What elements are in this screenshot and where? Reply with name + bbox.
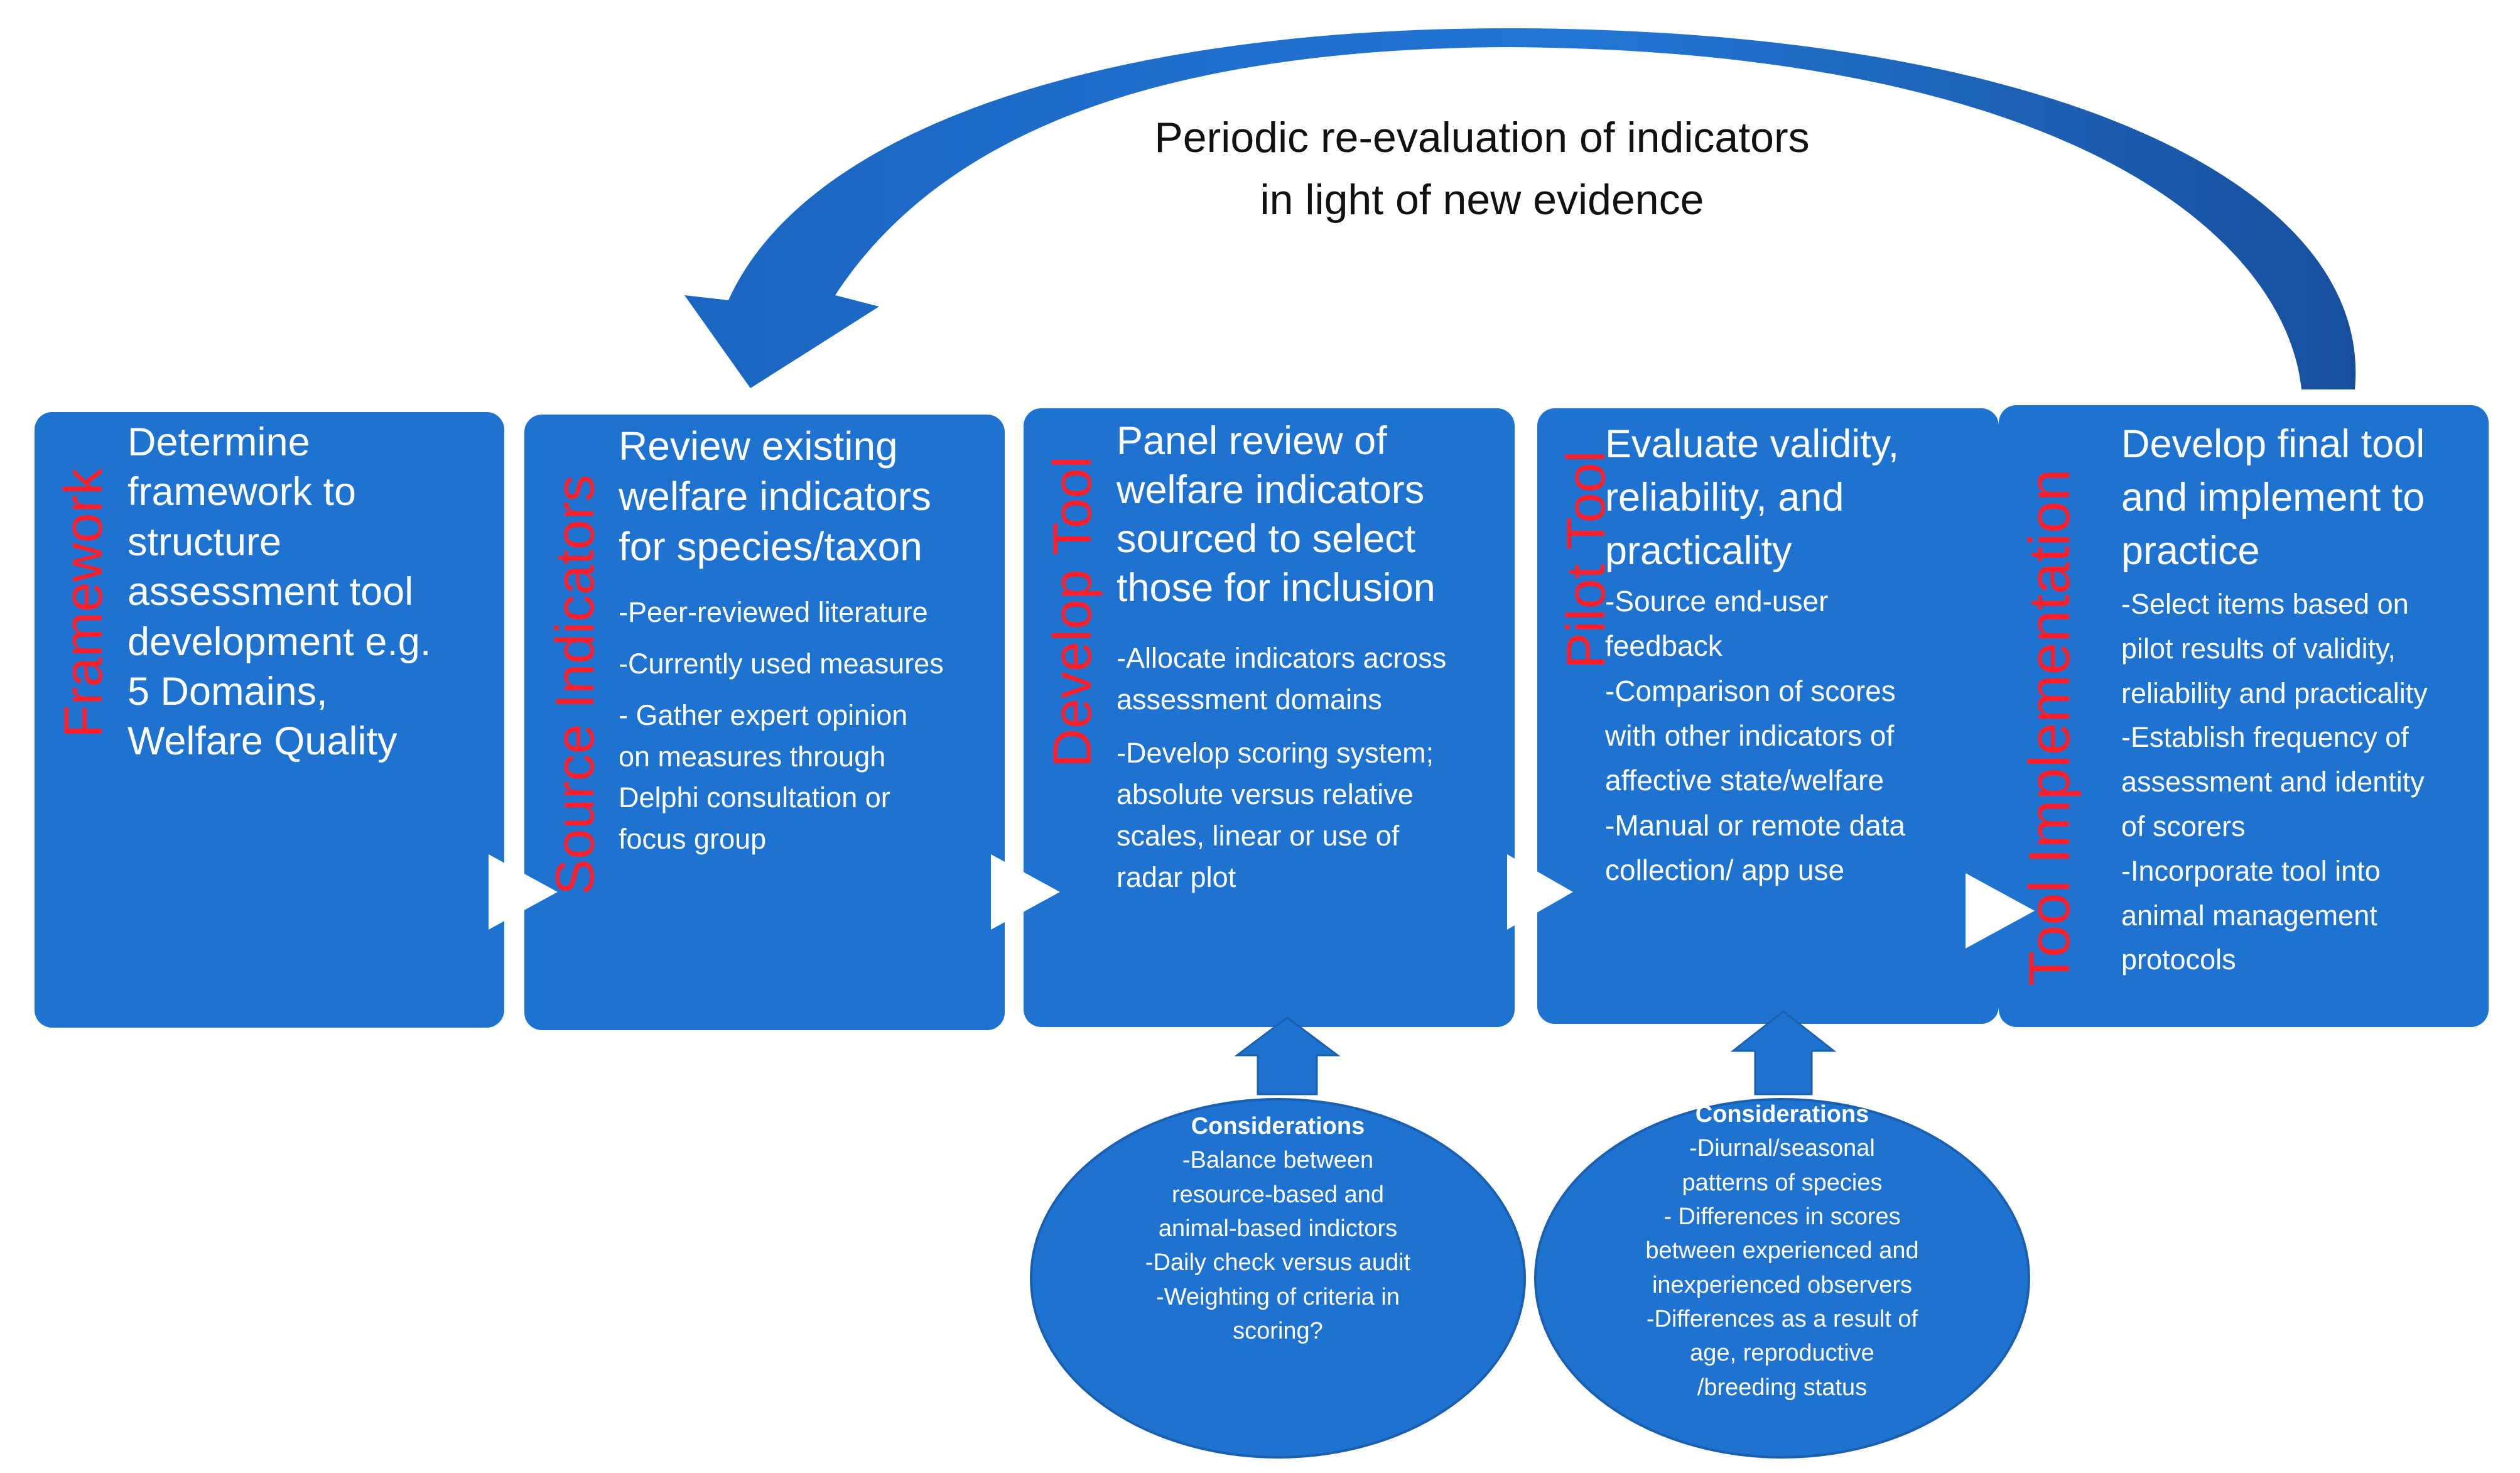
list-item: inexperienced observers [1652,1271,1912,1298]
step-source-indicators-heading: Review existing welfare indicators for s… [619,423,931,569]
chevron-right-icon [991,854,1060,930]
step-framework-heading: Determine framework to structure assessm… [127,420,431,764]
chevron-right-icon [1507,854,1573,930]
list-item: -Manual or remote data collection/ app u… [1605,808,1906,886]
considerations-ellipse-2 [1534,1098,2030,1459]
feedback-arrow-label: Periodic re-evaluation of indicators in … [980,107,1984,232]
list-item: -Select items based on pilot results of … [2121,588,2428,709]
list-item: -Comparison of scores with other indicat… [1605,674,1896,797]
considerations-panel-2: Considerations -Diurnal/seasonal pattern… [1587,1097,1977,1405]
list-item: -Source end-user feedback [1605,585,1829,663]
list-item: -Daily check versus audit [1145,1249,1411,1276]
chevron-right-icon [1966,873,2035,948]
list-item: -Currently used measures [619,647,944,680]
list-item: resource-based and [1172,1181,1384,1208]
list-item: - Differences in scores [1663,1203,1901,1230]
list-item: patterns of species [1682,1169,1883,1196]
list-item: animal-based indictors [1158,1215,1398,1242]
list-item: -Incorporate tool into animal management… [2121,854,2381,976]
list-item: -Weighting of criteria in [1156,1283,1400,1310]
considerations-ellipse-1 [1030,1098,1526,1459]
feedback-label-line-1: Periodic re-evaluation of indicators [1154,114,1810,161]
step-tool-implementation-list: -Select items based on pilot results of … [2121,584,2489,984]
step-develop-tool-list: -Allocate indicators across assessment d… [1117,639,1512,901]
step-source-indicators-box [524,415,1005,1030]
considerations-panel-1: Considerations -Balance between resource… [1090,1109,1466,1348]
step-develop-tool-heading: Panel review of welfare indicators sourc… [1117,419,1436,611]
step-tool-implementation-box [1999,405,2489,1027]
list-item: /breeding status [1697,1374,1868,1401]
list-item: -Differences as a result of [1646,1305,1918,1332]
considerations-title: Considerations [1191,1113,1365,1139]
list-item: age, reproductive [1690,1340,1874,1367]
step-pilot-tool-heading: Evaluate validity, reliability, and prac… [1605,422,1900,573]
feedback-label-line-2: in light of new evidence [1260,176,1704,224]
up-arrow-icon [1730,1010,1837,1095]
step-develop-tool-box [1024,408,1515,1027]
list-item: between experienced and [1645,1237,1919,1264]
step-source-indicators-list: -Peer-reviewed literature -Currently use… [619,594,1002,862]
list-item: -Balance between [1182,1147,1374,1174]
list-item: -Diurnal/seasonal [1689,1135,1875,1162]
step-framework-box [35,412,504,1028]
list-item: scoring? [1233,1317,1323,1344]
up-arrow-icon [1234,1016,1341,1095]
list-item: -Allocate indicators across assessment d… [1117,642,1447,716]
step-pilot-tool-box [1537,408,1999,1024]
list-item: -Develop scoring system; absolute versus… [1117,736,1434,894]
list-item: -Peer-reviewed literature [619,596,928,628]
list-item: - Gather expert opinion on measures thro… [619,698,908,856]
considerations-title: Considerations [1695,1101,1869,1128]
chevron-right-icon [489,854,558,930]
step-pilot-tool-list: -Source end-user feedback -Comparison of… [1605,581,1994,894]
step-tool-implementation-heading: Develop final tool and implement to prac… [2121,422,2425,573]
list-item: -Establish frequency of assessment and i… [2121,721,2425,842]
